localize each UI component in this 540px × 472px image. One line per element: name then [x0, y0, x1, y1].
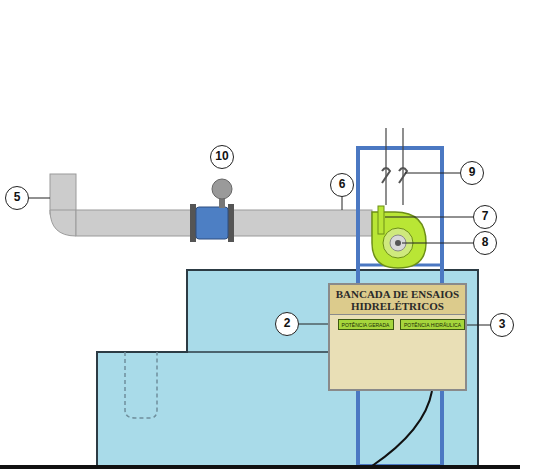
- callout-number: 3: [490, 313, 514, 337]
- leader-line: [405, 173, 460, 174]
- turbine-inlet: [378, 206, 384, 234]
- tank-divider: [187, 351, 330, 353]
- callout-number: 10: [210, 145, 234, 169]
- shaft-center: [395, 240, 401, 246]
- submerged-pipe: [125, 352, 157, 418]
- leader-line: [29, 198, 50, 199]
- flange: [190, 204, 196, 242]
- display: POTÊNCIA GERADA: [338, 319, 394, 330]
- display-label: POTÊNCIA GERADA: [340, 322, 392, 328]
- gauge: [212, 179, 232, 199]
- control-panel: BANCADA DE ENSAIOS HIDRELÉTRICOS POTÊNCIA…: [328, 283, 467, 391]
- flow-meter: [196, 207, 228, 239]
- display-label: POTÊNCIA HIDRÁULICA: [402, 322, 463, 328]
- leader-line: [385, 217, 473, 218]
- callout-number: 6: [330, 173, 354, 197]
- callout-number: 5: [5, 186, 29, 210]
- callout-number: 8: [473, 231, 497, 255]
- callout-number: 9: [460, 161, 484, 185]
- ground-line: [0, 465, 520, 469]
- pipe-elbow: [50, 210, 76, 236]
- leader-line: [402, 243, 473, 244]
- flange: [228, 204, 234, 242]
- panel-title: BANCADA DE ENSAIOS HIDRELÉTRICOS: [330, 285, 465, 315]
- callout-number: 7: [473, 205, 497, 229]
- cable: [385, 128, 386, 205]
- water-tank: [97, 270, 478, 466]
- spring-scale: [382, 168, 390, 183]
- callout-number: 2: [275, 312, 299, 336]
- leader-line: [342, 197, 343, 210]
- cable: [402, 128, 403, 205]
- power-cable: [372, 391, 432, 466]
- spring-scale: [399, 168, 407, 183]
- display: POTÊNCIA HIDRÁULICA: [400, 319, 465, 330]
- vertical-pipe: [50, 174, 76, 214]
